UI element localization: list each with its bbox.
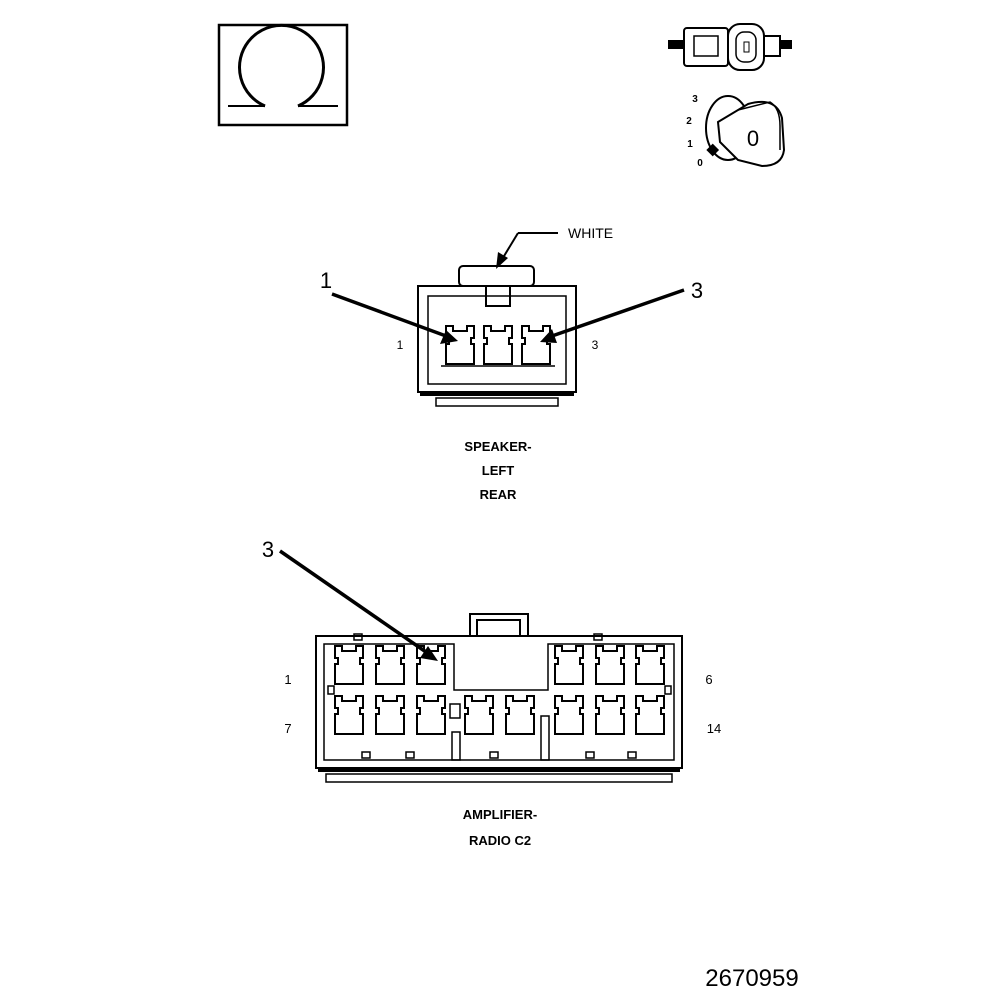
speaker-terminal-3	[521, 325, 551, 365]
amp-terminal-10	[464, 695, 494, 735]
speaker-pin-label-3: 3	[592, 338, 599, 352]
ignition-position-2: 2	[686, 116, 692, 127]
speaker-callout-1: 1	[320, 268, 332, 293]
amp-pin-label-7: 7	[284, 721, 291, 736]
amp-title-line-1: AMPLIFIER-	[463, 807, 537, 822]
speaker-title-line-2: LEFT	[482, 463, 515, 478]
amp-terminal-5	[595, 645, 625, 685]
amp-terminal-6	[635, 645, 665, 685]
amp-terminal-11	[505, 695, 535, 735]
ignition-position-0: 0	[697, 158, 703, 169]
speaker-title-line-1: SPEAKER-	[464, 439, 531, 454]
amp-pin-label-1: 1	[284, 672, 291, 687]
amp-callout-3: 3	[262, 537, 274, 562]
amp-terminal-12	[554, 695, 584, 735]
speaker-terminal-2	[483, 325, 513, 365]
amp-terminal-7	[334, 695, 364, 735]
amp-terminal-2	[375, 645, 405, 685]
amp-pin-label-14: 14	[707, 721, 721, 736]
speaker-title-line-3: REAR	[480, 487, 517, 502]
fuse-connector-icon	[668, 23, 792, 71]
speaker-pin-label-1: 1	[397, 338, 404, 352]
amplifier-connector: 3 1 6 7 14	[262, 537, 721, 783]
amp-pin-label-6: 6	[705, 672, 712, 687]
amp-terminal-9	[416, 695, 446, 735]
figure-number: 2670959	[705, 965, 798, 992]
ignition-switch-icon: 0 3 2 1 0	[686, 94, 786, 169]
amp-title-line-2: RADIO C2	[469, 833, 531, 848]
ignition-key-label: 0	[747, 126, 759, 151]
amp-terminal-14	[635, 695, 665, 735]
ignition-position-3: 3	[692, 94, 698, 105]
loop-symbol-icon	[217, 23, 349, 127]
speaker-connector: WHITE 1 3 1 3	[320, 225, 703, 407]
amp-terminal-1	[334, 645, 364, 685]
speaker-terminal-1	[445, 325, 475, 365]
speaker-color-callout: WHITE	[568, 225, 613, 241]
amp-terminal-13	[595, 695, 625, 735]
amp-terminal-8	[375, 695, 405, 735]
ignition-position-1: 1	[687, 139, 693, 150]
speaker-callout-3: 3	[691, 278, 703, 303]
amp-terminal-4	[554, 645, 584, 685]
